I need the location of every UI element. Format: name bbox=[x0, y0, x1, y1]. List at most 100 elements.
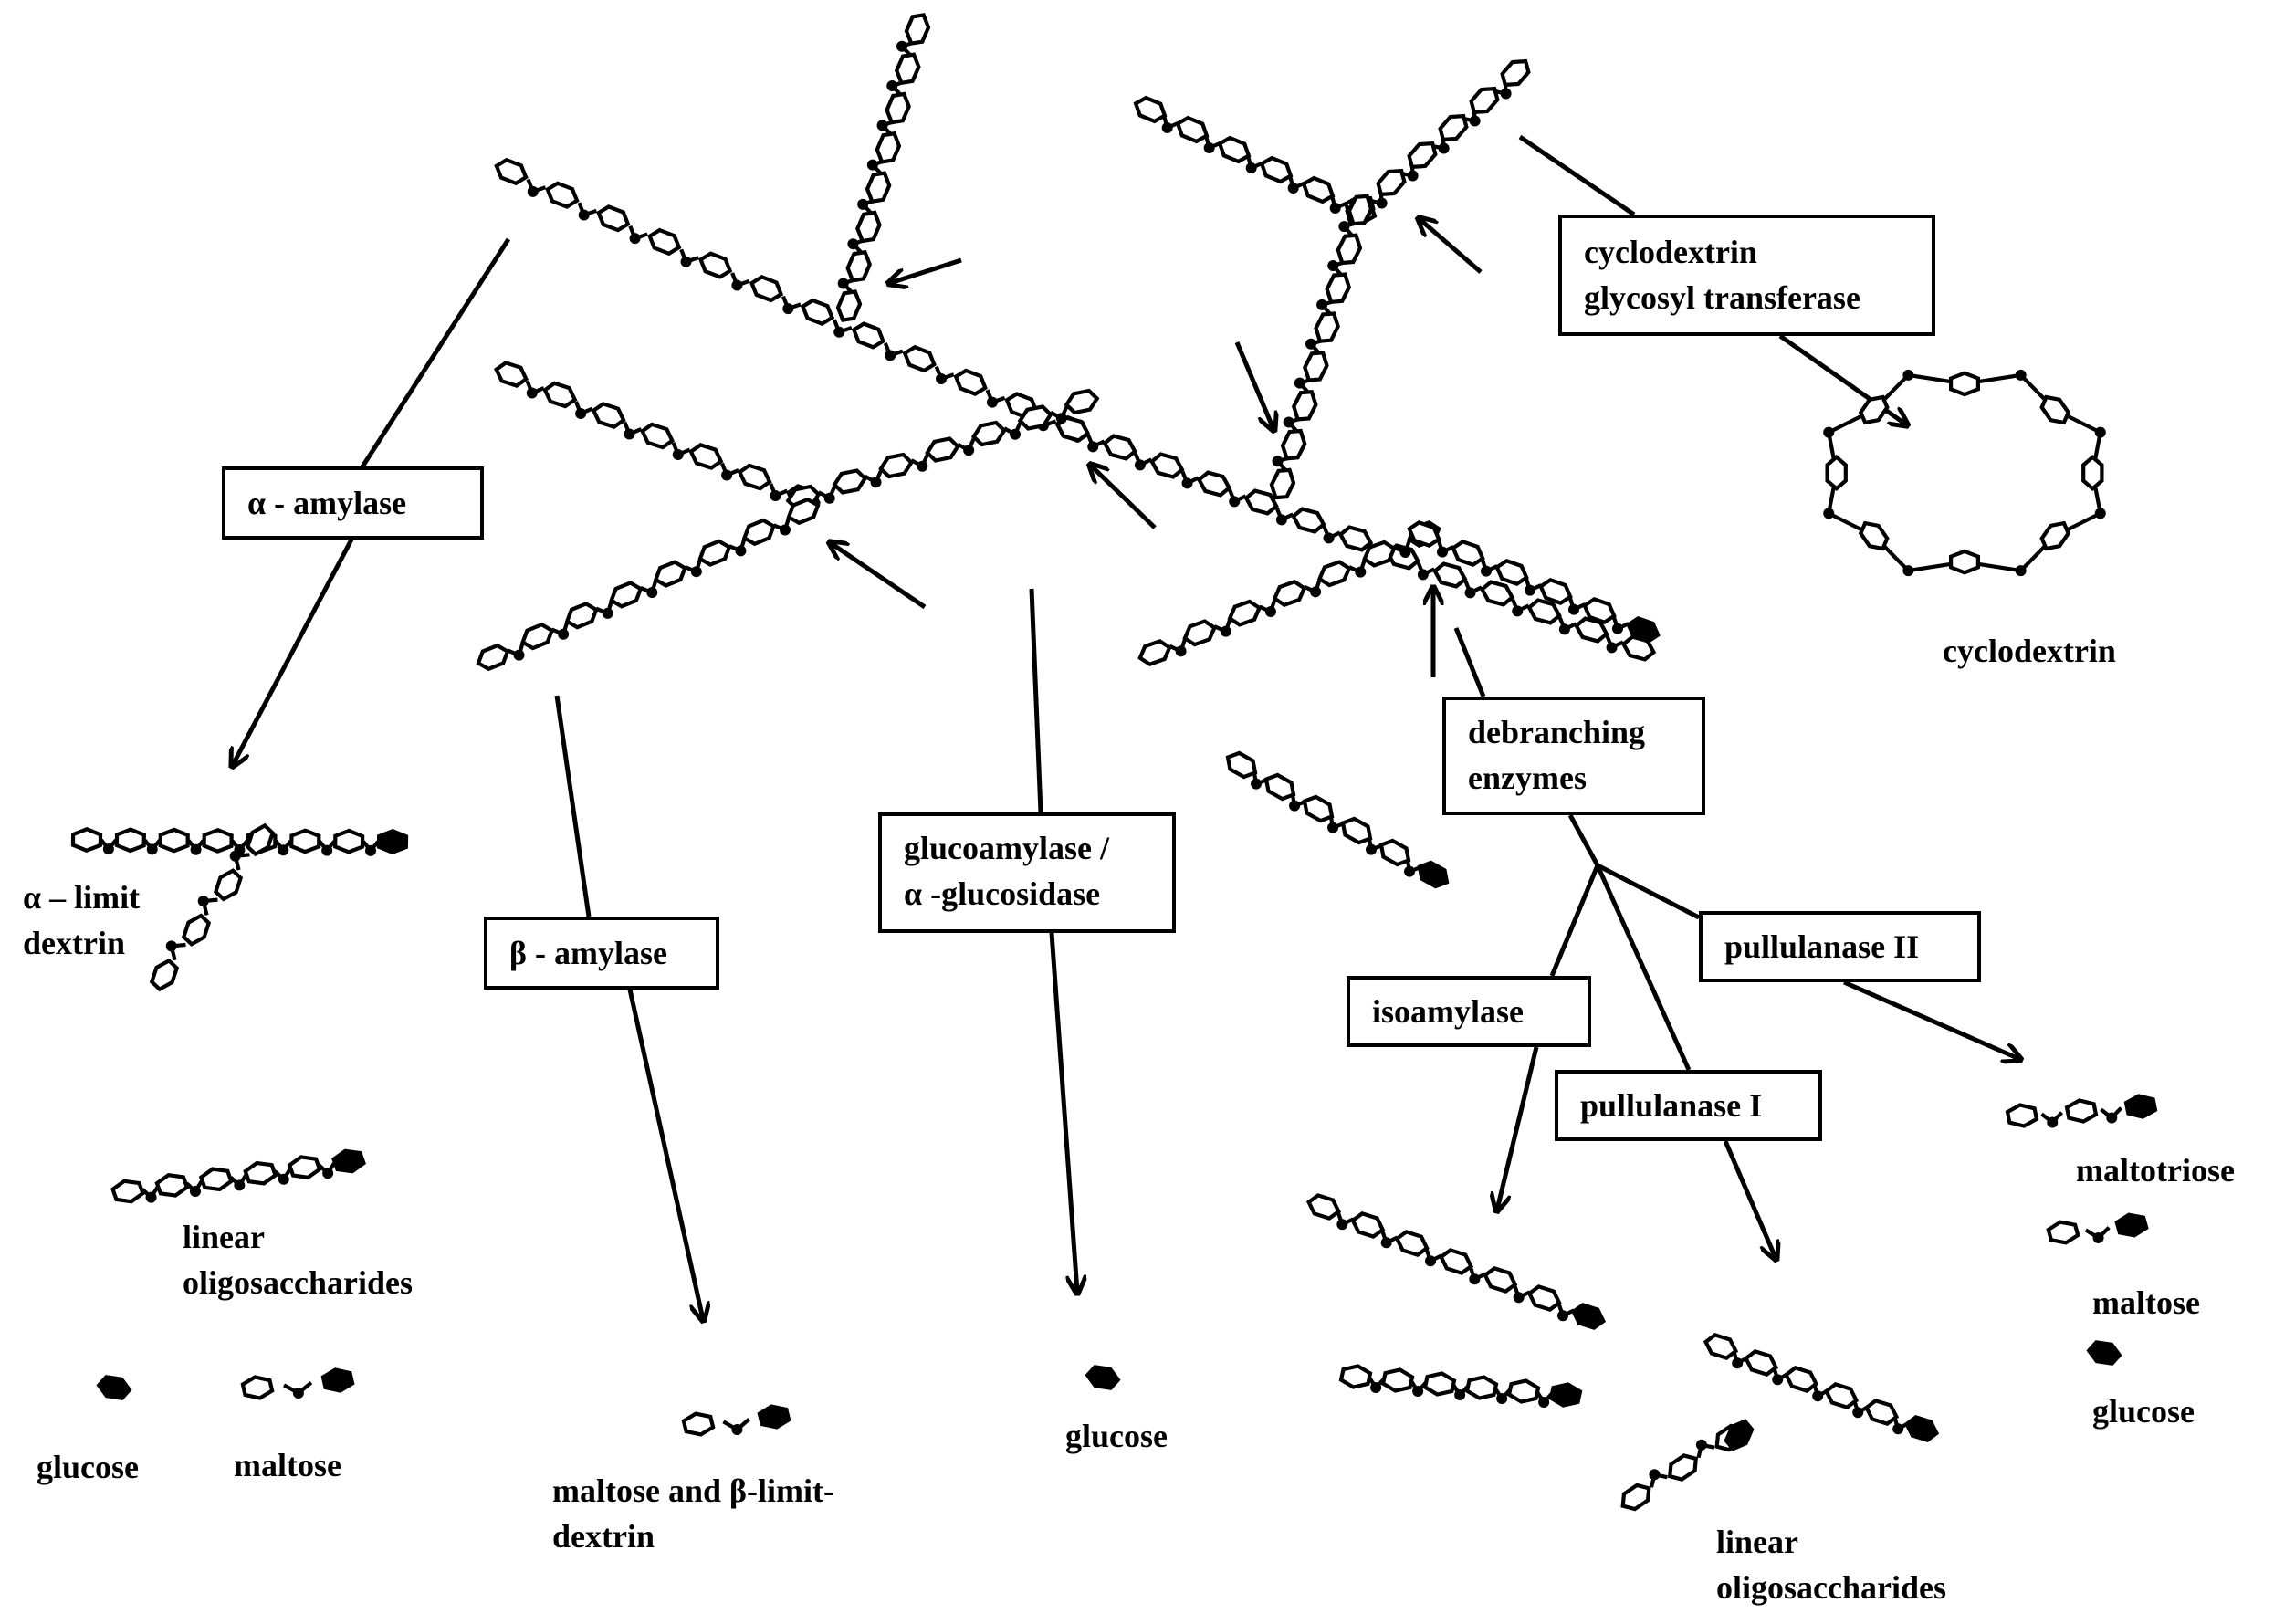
oxygen-bridge-dot bbox=[102, 843, 114, 855]
glucose-unit-icon bbox=[1137, 638, 1172, 667]
alpha-limit-dextrin-line2: dextrin bbox=[23, 925, 125, 961]
isoamylase-arrow bbox=[1497, 1046, 1539, 1210]
glucose-unit-icon bbox=[1783, 1366, 1819, 1393]
glucose-unit-icon bbox=[1305, 1193, 1342, 1221]
beta-amylase-arrow bbox=[554, 695, 592, 917]
debranching-enzymes-box: debranching enzymes bbox=[1442, 697, 1705, 815]
oxygen-bridge-dot bbox=[833, 326, 845, 338]
glucose-unit-icon bbox=[1394, 1230, 1430, 1257]
alpha-limit-dextrin-label: α – limit dextrin bbox=[23, 875, 140, 966]
glucose-unit-icon bbox=[1438, 1248, 1474, 1275]
reducing-end-glucose-icon bbox=[1626, 615, 1661, 644]
oxygen-bridge-dot bbox=[770, 489, 781, 501]
glucose-unit-icon bbox=[851, 321, 885, 350]
oxygen-bridge-dot bbox=[731, 1423, 743, 1435]
cyclodextrin-label: cyclodextrin bbox=[1943, 633, 2116, 669]
cgtase-arrow bbox=[1518, 134, 1636, 217]
glucose-unit-icon bbox=[1863, 1399, 1900, 1426]
oxygen-bridge-dot bbox=[602, 607, 613, 619]
glucose-unit-icon bbox=[970, 420, 1007, 447]
oxygen-bridge-dot bbox=[1404, 865, 1416, 877]
glucose-unit-icon bbox=[1259, 155, 1294, 184]
linear-oligos-right-line2: oligosaccharides bbox=[1716, 1569, 1946, 1606]
oxygen-bridge-dot bbox=[1649, 1469, 1661, 1481]
glucose-unit-icon bbox=[476, 643, 510, 672]
reducing-end-glucose-icon bbox=[2123, 1094, 2158, 1119]
oxygen-bridge-dot bbox=[721, 469, 733, 481]
pullulanase-1-label: pullulanase I bbox=[1580, 1087, 1763, 1124]
glucose-unit-icon bbox=[1337, 525, 1374, 552]
pullulanase-2-label: pullulanase II bbox=[1724, 928, 1920, 965]
cgtase-arrow bbox=[1778, 333, 1906, 424]
glucose-unit-icon bbox=[800, 298, 835, 327]
glucose-unit-icon bbox=[1483, 1266, 1518, 1294]
glucose-unit-icon bbox=[1362, 540, 1397, 568]
oxygen-bridge-dot bbox=[1480, 565, 1492, 577]
glucose-unit-icon bbox=[1017, 404, 1053, 431]
oxygen-bridge-dot bbox=[1376, 197, 1388, 209]
glucose-unit-icon bbox=[494, 157, 529, 186]
oxygen-bridge-dot bbox=[1272, 456, 1284, 467]
glucose-unit-icon bbox=[1175, 115, 1210, 144]
glucose-unit-icon bbox=[1263, 772, 1296, 802]
oxygen-bridge-dot bbox=[672, 448, 684, 460]
oxygen-bridge-dot bbox=[1327, 822, 1339, 833]
glucose-unit-icon bbox=[494, 361, 529, 388]
oxygen-bridge-dot bbox=[646, 587, 658, 599]
oxygen-bridge-dot bbox=[1823, 426, 1835, 438]
glucose-unit-icon bbox=[158, 827, 190, 854]
glucose-unit-icon bbox=[902, 344, 937, 373]
oxygen-bridge-dot bbox=[1732, 1357, 1744, 1369]
glucose-unit-icon bbox=[1301, 175, 1336, 204]
oxygen-bridge-dot bbox=[234, 1179, 246, 1191]
oxygen-bridge-dot bbox=[624, 428, 635, 440]
reducing-end-glucose-icon bbox=[1903, 1415, 1940, 1442]
oxygen-bridge-dot bbox=[1310, 586, 1322, 598]
glucose-unit-icon bbox=[2005, 1103, 2039, 1128]
oxygen-bridge-dot bbox=[1220, 625, 1231, 637]
glucose-unit-icon bbox=[653, 560, 687, 588]
oxygen-bridge-dot bbox=[321, 844, 333, 856]
glucose-unit-icon bbox=[1858, 394, 1890, 425]
glucose-unit-icon bbox=[591, 402, 626, 429]
oxygen-bridge-dot bbox=[1407, 170, 1419, 182]
maltose-left-label: maltose bbox=[234, 1447, 341, 1483]
oxygen-bridge-dot bbox=[1289, 800, 1301, 812]
isoamylase-label: isoamylase bbox=[1372, 993, 1524, 1030]
oxygen-bridge-dot bbox=[866, 159, 878, 171]
oxygen-bridge-dot bbox=[986, 396, 998, 408]
glucose-unit-icon bbox=[737, 463, 772, 491]
oxygen-bridge-dot bbox=[1567, 603, 1579, 615]
debranching-label-line2: enzymes bbox=[1468, 760, 1587, 796]
glucose-unit-icon bbox=[681, 1411, 716, 1437]
glucose-unit-icon bbox=[2064, 1098, 2099, 1124]
pullulanase-1-box: pullulanase I bbox=[1555, 1070, 1822, 1141]
glucose-unit-icon bbox=[1464, 1375, 1499, 1400]
oxygen-bridge-dot bbox=[870, 477, 882, 488]
alpha-limit-dextrin-line1: α – limit bbox=[23, 879, 141, 916]
glucose-unit-icon bbox=[1291, 389, 1318, 422]
oxygen-bridge-dot bbox=[1500, 88, 1512, 100]
glucose-unit-icon bbox=[698, 251, 733, 279]
glucose-unit-icon bbox=[885, 91, 911, 125]
maltotriose-label: maltotriose bbox=[2076, 1152, 2235, 1189]
oxygen-bridge-dot bbox=[1412, 1385, 1424, 1397]
reducing-end-glucose-icon bbox=[1085, 1365, 1121, 1390]
oxygen-bridge-dot bbox=[837, 278, 849, 289]
glucose-unit-icon bbox=[1217, 135, 1252, 164]
oxygen-bridge-dot bbox=[2015, 565, 2027, 577]
cgtase-label-line1: cyclodextrin bbox=[1584, 234, 1757, 270]
glucose-unit-icon bbox=[2081, 455, 2104, 492]
oxygen-bridge-dot bbox=[190, 843, 202, 855]
glucose-center-label: glucose bbox=[1065, 1418, 1168, 1454]
glucose-unit-icon bbox=[640, 422, 675, 450]
oxygen-bridge-dot bbox=[1161, 122, 1173, 134]
oxygen-bridge-dot bbox=[278, 1173, 289, 1185]
oxygen-bridge-dot bbox=[2106, 1112, 2118, 1124]
glucose-unit-icon bbox=[245, 822, 276, 857]
oxygen-bridge-dot bbox=[1852, 1407, 1864, 1419]
glucose-unit-icon bbox=[520, 622, 555, 651]
glucose-left-label: glucose bbox=[37, 1449, 139, 1485]
oxygen-bridge-dot bbox=[1496, 1392, 1508, 1404]
